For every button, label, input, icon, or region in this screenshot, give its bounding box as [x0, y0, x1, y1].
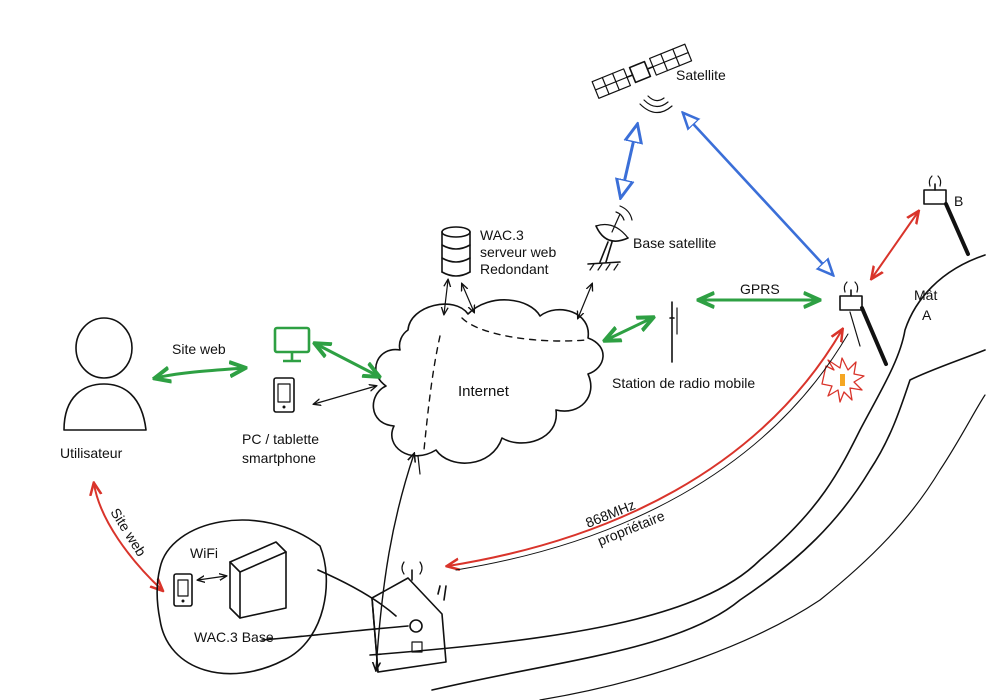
mast-b-icon — [923, 175, 970, 256]
dish-internet-link — [578, 284, 592, 318]
mast-b-label: B — [954, 193, 963, 209]
internet-label: Internet — [458, 383, 510, 400]
smartphone-internet-link — [314, 386, 376, 404]
user-label: Utilisateur — [60, 445, 123, 461]
mast-a-mast-b-link — [872, 212, 918, 278]
server-label-line1: WAC.3 — [480, 227, 524, 243]
smartphone-icon — [273, 377, 295, 413]
base-enclosure — [156, 519, 328, 675]
pc-label-line1: PC / tablette — [242, 431, 319, 447]
database-icon — [441, 226, 471, 277]
mast-a-icon — [839, 281, 888, 366]
base-satellite-label: Base satellite — [633, 235, 716, 251]
server-label-line2: serveur web — [480, 244, 556, 260]
satellite-dish-icon — [587, 205, 633, 271]
satellite-label: Satellite — [676, 67, 726, 83]
monitor-icon — [273, 326, 311, 363]
monitor-internet-link — [316, 344, 378, 376]
server-internet-link — [444, 280, 474, 314]
radio-868-link — [448, 330, 849, 570]
server-label-line3: Redondant — [480, 261, 549, 277]
satellite-icon — [591, 43, 693, 114]
house-internet-link — [376, 454, 414, 670]
mast-a-label-line1: Mât — [914, 287, 937, 303]
pc-label-line2: smartphone — [242, 450, 316, 466]
site-web-top-label: Site web — [172, 341, 226, 357]
mobile-station-icon — [669, 301, 678, 363]
user-icon — [63, 317, 147, 431]
station-label: Station de radio mobile — [612, 375, 755, 391]
internet-station-link — [606, 318, 652, 340]
user-device-link — [156, 368, 244, 378]
mast-a-label-line2: A — [922, 307, 932, 323]
satellite-base-link — [621, 126, 637, 196]
user-base-link — [94, 484, 162, 590]
house-icon — [371, 561, 447, 673]
router-box-icon — [229, 541, 287, 619]
phone-router-link — [198, 576, 226, 580]
base-house-wires — [261, 569, 409, 641]
wifi-phone-icon — [173, 573, 193, 607]
satellite-mast-link — [684, 114, 832, 274]
wifi-label: WiFi — [190, 545, 218, 561]
base-label: WAC.3 Base — [194, 629, 274, 645]
gprs-label: GPRS — [740, 281, 780, 297]
